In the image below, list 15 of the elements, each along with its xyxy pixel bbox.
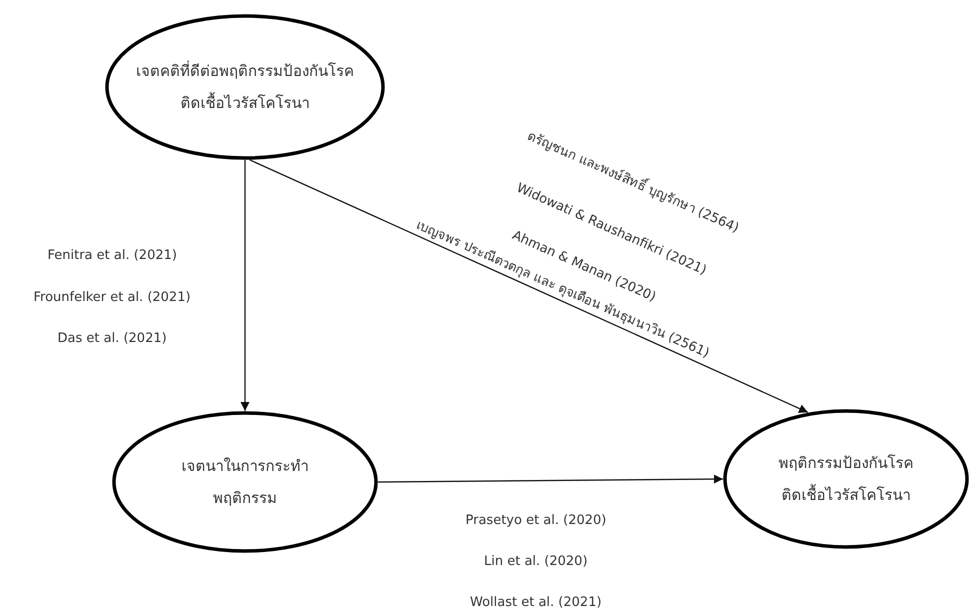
concept-ellipse bbox=[723, 409, 969, 549]
concept-text: เจตนาในการกระทำพฤติกรรม bbox=[180, 456, 310, 509]
arrow bbox=[378, 474, 723, 484]
arrow bbox=[250, 159, 808, 413]
citation-text: Wollast et al. (2021) bbox=[470, 595, 602, 611]
citation-text: Frounfelker et al. (2021) bbox=[34, 290, 191, 306]
concept-text: พฤติกรรมป้องกันโรคติดเชื้อไวรัสโคโรนา bbox=[778, 453, 914, 506]
citation-text: Lin et al. (2020) bbox=[484, 554, 588, 570]
citation-text: Fenitra et al. (2021) bbox=[48, 248, 177, 264]
citation-text: Das et al. (2021) bbox=[58, 331, 167, 347]
arrow bbox=[240, 160, 250, 411]
citation-text: Prasetyo et al. (2020) bbox=[466, 513, 606, 529]
concept-ellipse bbox=[112, 411, 378, 553]
concept-text: เจตคติที่ดีต่อพฤติกรรมป้องกันโรคติดเชื้อไวรัสโคโรนา bbox=[135, 60, 355, 114]
concept-ellipse bbox=[105, 14, 385, 160]
